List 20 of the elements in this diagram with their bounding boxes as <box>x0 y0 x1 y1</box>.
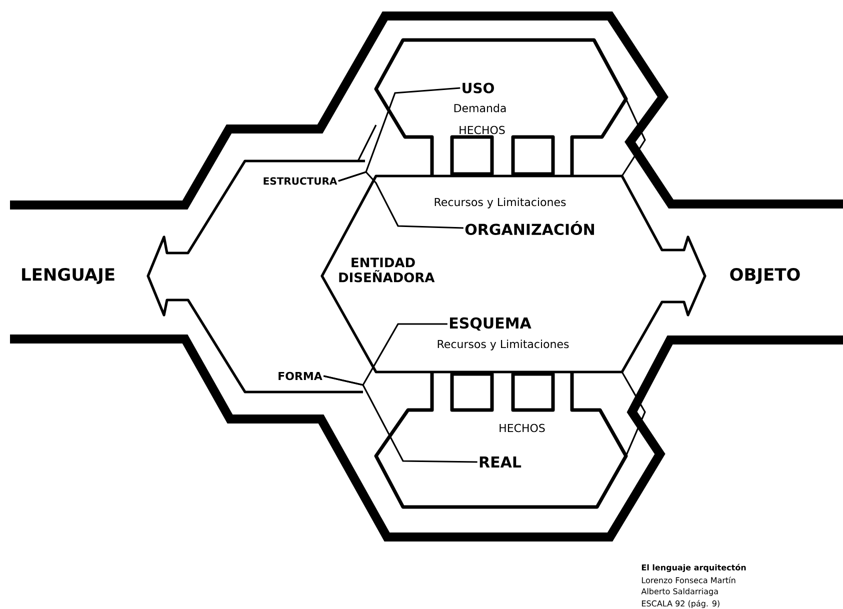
leader-line <box>323 375 478 463</box>
citation-text: ESCALA 92 (pág. 9) <box>642 600 720 608</box>
citation-text: Alberto Saldarriaga <box>641 588 718 596</box>
citation-text: Lorenzo Fonseca Martín <box>642 576 736 584</box>
node-label: FORMA <box>278 372 322 380</box>
node-label: LENGUAJE <box>22 268 114 284</box>
diagram-label: Demanda <box>454 104 506 112</box>
diagram-label: Recursos y Limitaciones <box>434 198 566 208</box>
citation-text: El lenguaje arquitectón <box>642 564 746 572</box>
diagram-label: HECHOS <box>500 424 545 432</box>
leader-line <box>338 171 464 229</box>
node-label: OBJETO <box>730 268 800 284</box>
node-label: ORGANIZACIÓN <box>465 220 594 236</box>
node-label: ESQUEMA <box>450 317 532 331</box>
diagram-label: ENTIDAD DISEÑADORA <box>339 258 435 282</box>
node-label: REAL <box>480 456 522 468</box>
node-label: ESTRUCTURA <box>264 177 338 185</box>
diagram-label: HECHOS <box>460 126 505 134</box>
node-label: USO <box>462 82 494 94</box>
diagram-label: Recursos y Limitaciones <box>438 340 569 350</box>
